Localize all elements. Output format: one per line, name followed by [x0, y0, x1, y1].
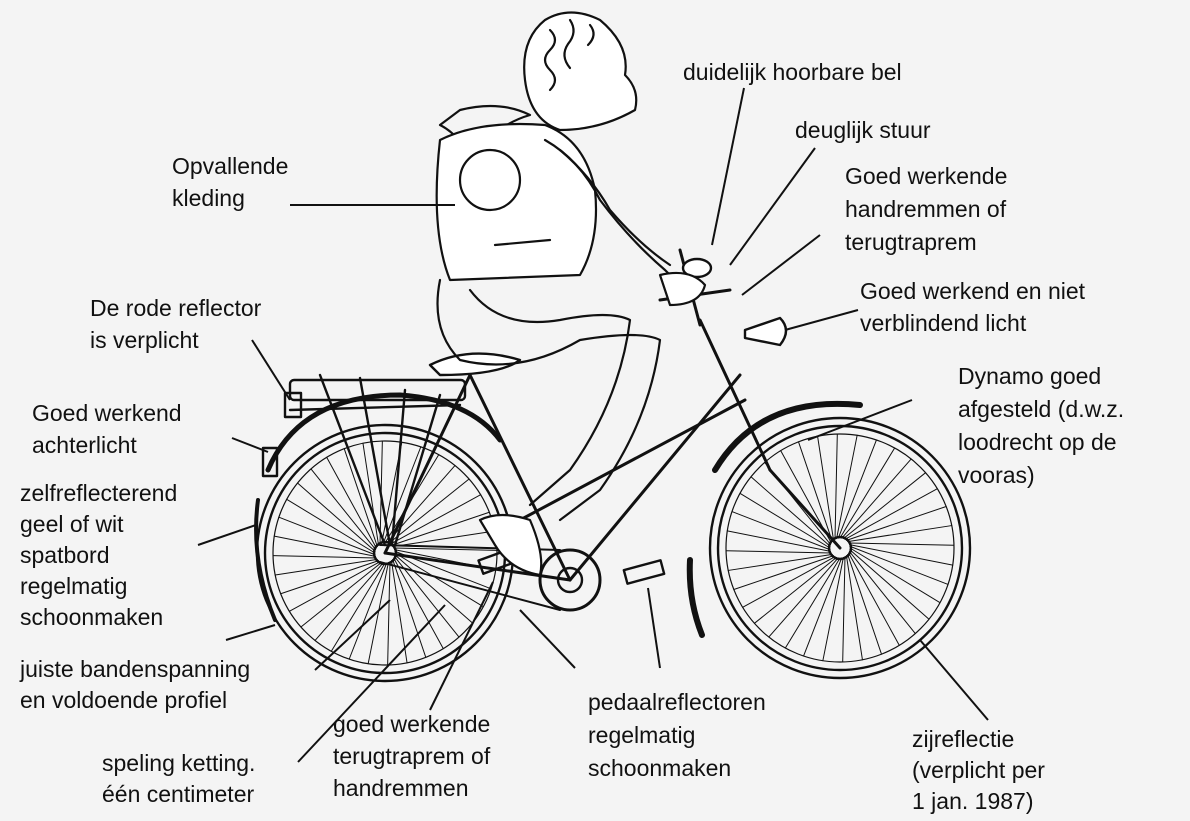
label-coaster-brake: goed werkende terugtraprem of handremmen — [333, 708, 490, 804]
spoke — [287, 499, 375, 553]
spoke — [850, 550, 929, 619]
label-clothing: Opvallende kleding — [172, 150, 288, 214]
spoke — [837, 435, 858, 538]
spoke — [849, 543, 954, 545]
spoke — [279, 517, 375, 555]
label-bell: duidelijk hoorbare bel — [683, 58, 902, 86]
spoke — [301, 562, 382, 627]
label-pedal-reflectors: pedaalreflectoren regelmatig schoonmaken — [588, 686, 766, 785]
spoke — [726, 551, 831, 553]
luggage-carrier — [290, 375, 465, 545]
rider — [437, 13, 705, 576]
label-side-reflection: zijreflectie (verplicht per 1 jan. 1987) — [912, 724, 1045, 817]
label-mudguard: zelfreflecterend geel of wit spatbord re… — [20, 478, 177, 633]
label-tyres: juiste bandenspanning en voldoende profi… — [20, 654, 250, 716]
spoke — [804, 558, 842, 656]
spoke — [840, 448, 895, 538]
label-handlebar: deuglijk stuur — [795, 116, 931, 144]
spoke — [388, 562, 390, 665]
spoke — [842, 459, 911, 538]
spoke — [388, 479, 469, 544]
spoke — [311, 469, 376, 550]
spoke — [754, 557, 836, 623]
spoke — [393, 531, 495, 547]
spoke — [728, 554, 832, 570]
spoke — [383, 447, 421, 543]
spoke — [850, 548, 940, 603]
spoke — [349, 563, 387, 659]
label-red-reflector: De rode reflector is verplicht — [90, 292, 261, 356]
spoke — [850, 546, 948, 584]
spoke — [846, 556, 862, 660]
label-rear-light: Goed werkend achterlicht — [32, 397, 182, 461]
spoke — [823, 557, 844, 660]
headlight — [745, 318, 786, 345]
spoke — [273, 556, 376, 558]
spoke — [732, 512, 830, 550]
spoke — [727, 531, 830, 552]
spoke — [848, 526, 952, 542]
spoke — [275, 559, 377, 575]
spoke — [843, 473, 925, 539]
spoke — [835, 434, 837, 539]
spoke — [843, 557, 845, 662]
label-headlight: Goed werkend en niet verblindend licht — [860, 275, 1085, 339]
spoke — [368, 562, 388, 663]
spoke — [849, 551, 915, 633]
spoke — [838, 440, 876, 538]
spoke — [274, 536, 375, 556]
spoke — [751, 477, 830, 546]
spoke — [331, 563, 385, 651]
label-chain: speling ketting. één centimeter — [102, 748, 255, 810]
spoke — [315, 563, 383, 641]
spoke — [769, 558, 838, 637]
spoke — [849, 545, 952, 566]
spoke — [785, 558, 840, 648]
label-front-brakes: Goed werkende handremmen of terugtraprem — [845, 160, 1007, 259]
label-dynamo: Dynamo goed afgesteld (d.w.z. loodrecht … — [958, 360, 1124, 492]
spoke — [298, 483, 376, 551]
